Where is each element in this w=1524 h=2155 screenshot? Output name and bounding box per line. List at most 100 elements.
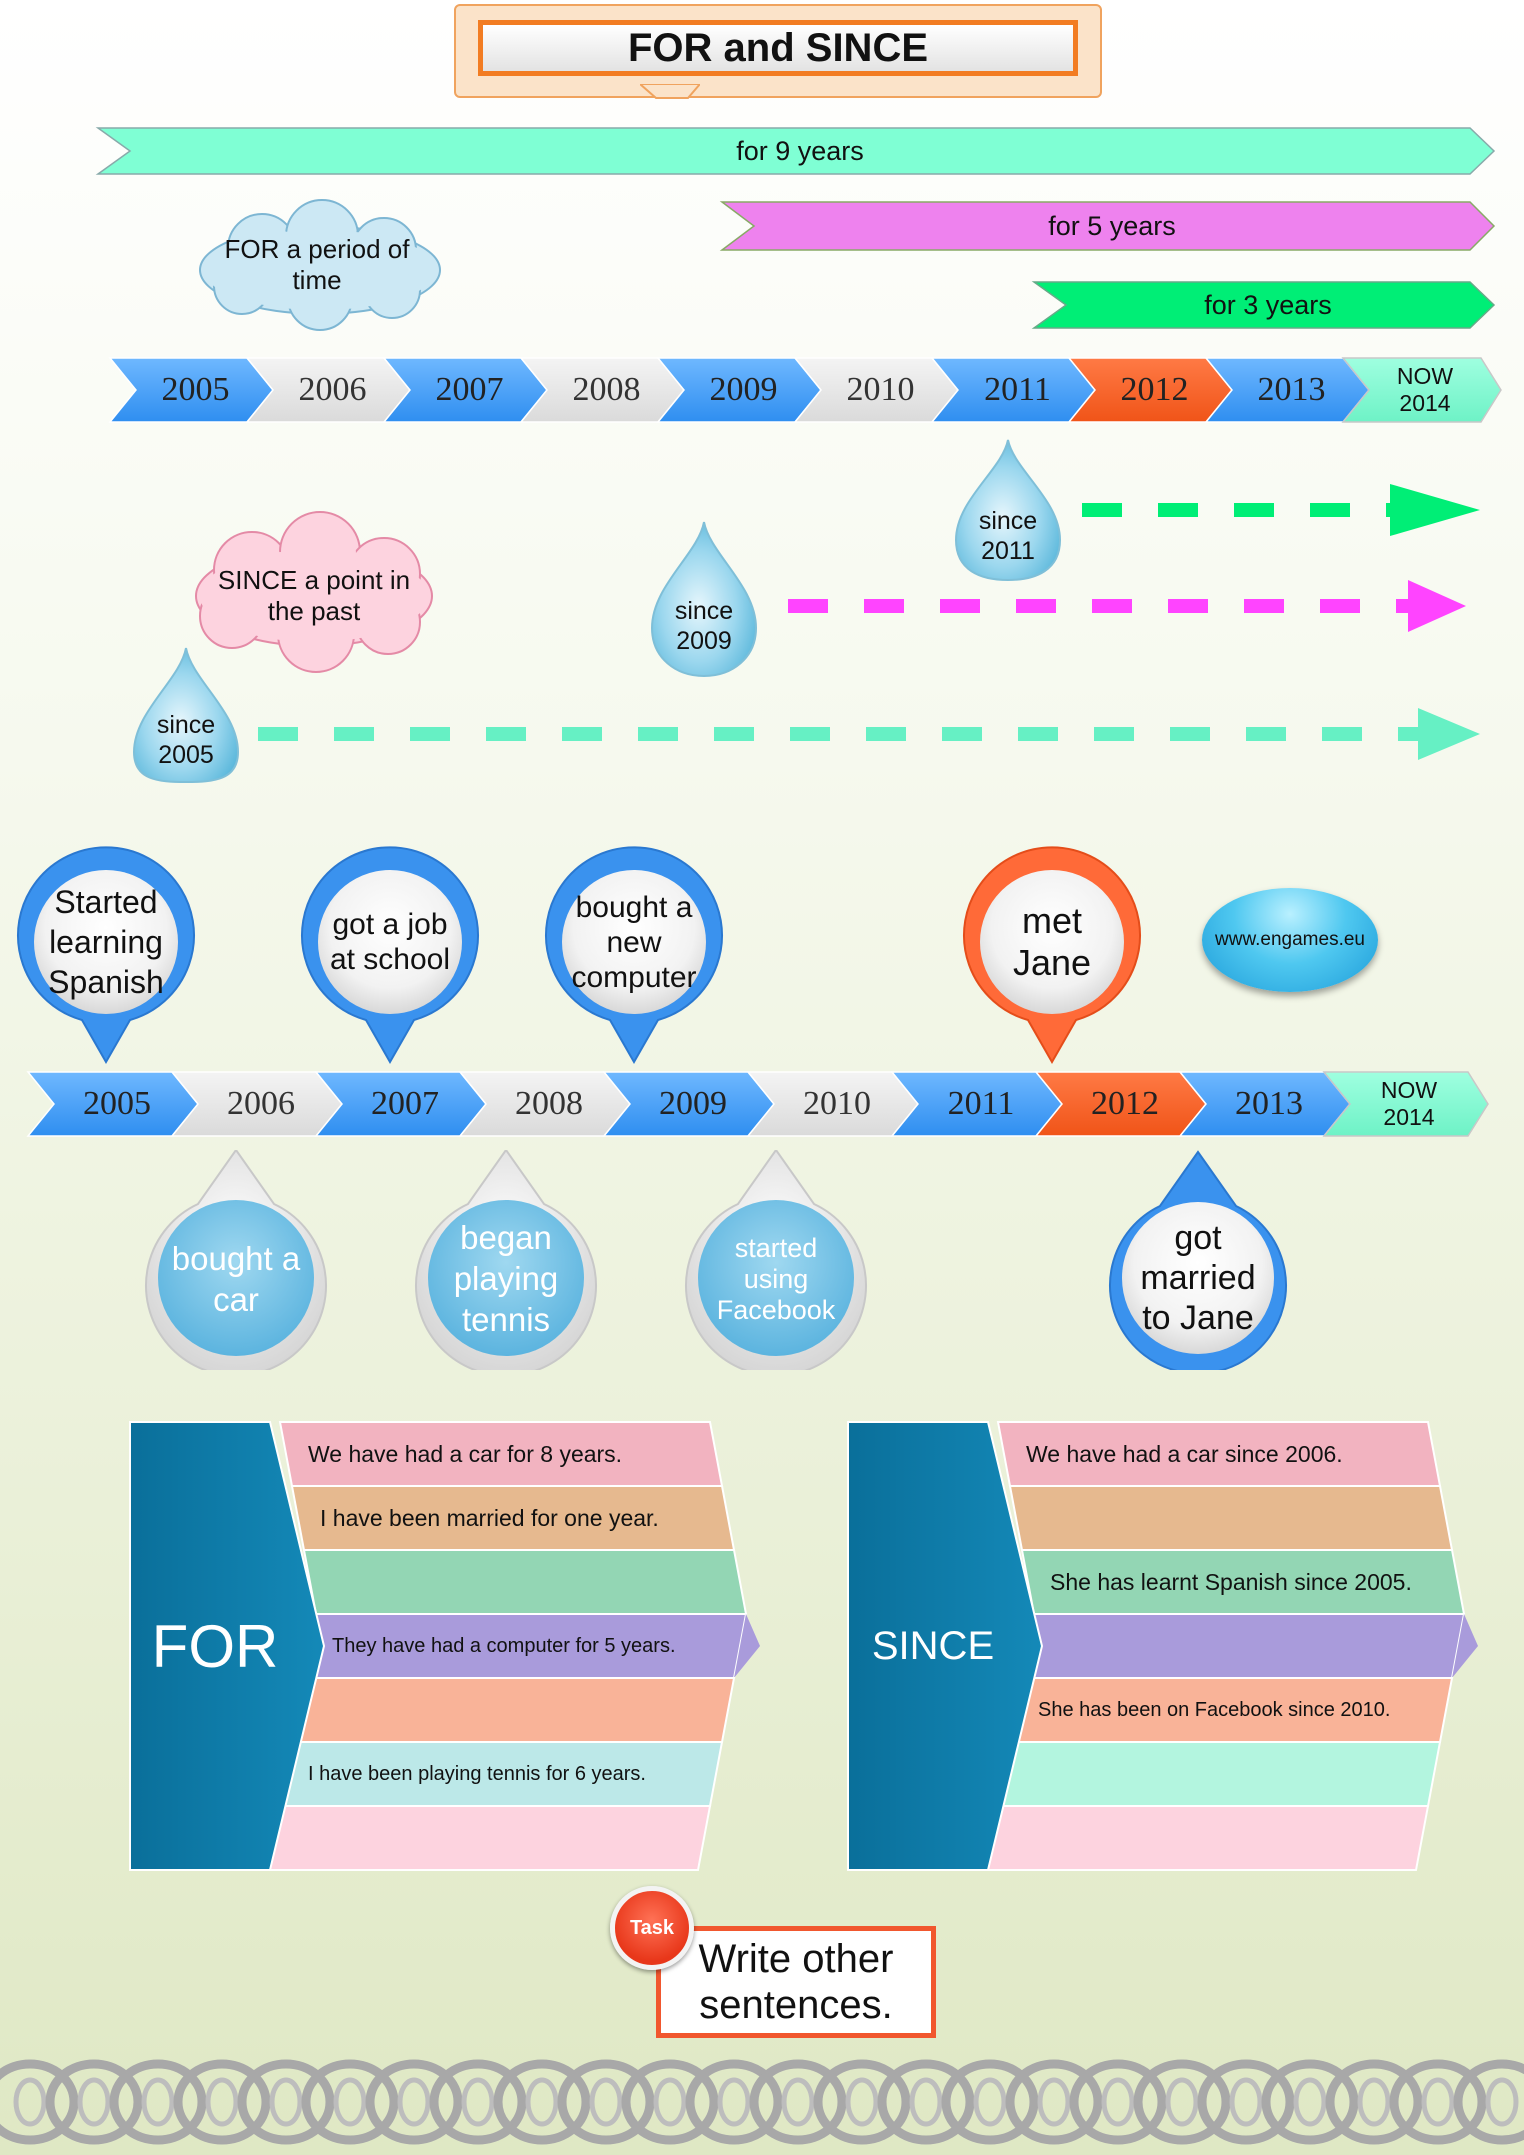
drop-since-2011 [954, 439, 1062, 582]
chain-link-inner [973, 2077, 1007, 2127]
website-badge[interactable]: www.engames.eu [1202, 888, 1378, 992]
period-label-9-years: for 9 years [736, 135, 864, 166]
chain-link-inner [269, 2077, 303, 2127]
chain-link-inner [1293, 2077, 1327, 2127]
chain-link-inner [1101, 2077, 1135, 2127]
chain-link-inner [717, 2077, 751, 2127]
drop-since-2005-line1: since [156, 711, 216, 739]
chain-link [621, 2059, 719, 2145]
timeline-top [108, 357, 1502, 423]
chain-link [941, 2059, 1039, 2145]
timeline-segment-now [1322, 1071, 1489, 1137]
drop-since-2011-line1: since [978, 507, 1038, 535]
since-label: SINCE [871, 1623, 995, 1668]
chain-link [1069, 2059, 1167, 2145]
chain-link-inner [333, 2077, 367, 2127]
timeline-year-2006: 2006 [298, 371, 367, 408]
for-sentence-4[interactable]: They have had a computer for 5 years. [332, 1634, 676, 1657]
event-began-tennis: began playing tennis [453, 1218, 559, 1338]
cloud-for-text: FOR a period of time [224, 234, 410, 295]
chain-link [1453, 2059, 1524, 2145]
chain-link-inner [1229, 2077, 1263, 2127]
since-2005-arrowhead [1418, 708, 1480, 760]
chain-link [1005, 2059, 1103, 2145]
since-sentence-1[interactable]: We have had a car since 2006. [1026, 1440, 1343, 1467]
timeline-year-2013: 2013 [1257, 371, 1326, 408]
chain-link [0, 2059, 79, 2145]
timeline-now-year: 2014 [1383, 1104, 1435, 1130]
drop-since-2005-line2: 2005 [158, 741, 214, 769]
since-arrows [258, 484, 1480, 760]
chain-link [301, 2059, 399, 2145]
practice-blocks [129, 1421, 1478, 1871]
chain-link [1261, 2059, 1359, 2145]
chain-link [429, 2059, 527, 2145]
event-pins-above [17, 846, 1141, 1065]
timeline-year-2006: 2006 [227, 1085, 295, 1122]
chain-link-inner [1165, 2077, 1199, 2127]
timeline-year-2005: 2005 [83, 1085, 151, 1122]
chain-link-inner [13, 2077, 47, 2127]
timeline-segment-now [1341, 357, 1502, 423]
practice-blocks-text: We have had a car for 8 years. I have bee… [0, 1410, 1524, 1880]
chain-link-inner [653, 2077, 687, 2127]
bubble-2008 [415, 1150, 597, 1370]
timeline-year-2008: 2008 [515, 1085, 583, 1122]
timeline-now-label: NOW [1380, 1077, 1438, 1103]
timeline-year-2011: 2011 [984, 371, 1051, 408]
timeline-year-2009: 2009 [709, 371, 778, 408]
event-met-jane: met Jane [1012, 900, 1092, 983]
drop-since-2011-line2: 2011 [981, 537, 1035, 565]
timeline-bottom [26, 1071, 1489, 1137]
event-got-job: got a job at school [329, 908, 451, 976]
for-row-4-tip [734, 1614, 760, 1678]
timeline-year-2005: 2005 [161, 371, 230, 408]
timeline-year-2012: 2012 [1120, 371, 1189, 408]
for-sentence-2[interactable]: I have been married for one year. [320, 1504, 659, 1531]
since-2009-arrowhead [1408, 580, 1466, 632]
pin-2005 [17, 846, 195, 1065]
chain-link [685, 2059, 783, 2145]
title-tab-notch [640, 84, 700, 99]
timeline-year-2008: 2008 [572, 371, 641, 408]
timeline-year-2007: 2007 [371, 1085, 439, 1122]
chain-link-inner [845, 2077, 879, 2127]
cloud-for-shape [199, 199, 441, 331]
chain-link [1389, 2059, 1487, 2145]
event-bought-computer: bought a new computer [571, 890, 697, 994]
timeline-now-label: NOW [1396, 363, 1454, 389]
since-drops [132, 439, 1062, 784]
chain-link [557, 2059, 655, 2145]
since-sentence-5[interactable]: She has been on Facebook since 2010. [1038, 1698, 1391, 1721]
period-arrows [95, 127, 1496, 329]
period-arrow-3-years [1031, 281, 1496, 329]
chain-link-inner [1421, 2077, 1455, 2127]
timeline-year-2010: 2010 [803, 1085, 871, 1122]
event-got-married: got married to Jane [1140, 1219, 1256, 1337]
drop-since-2009 [650, 521, 758, 678]
chain-link [237, 2059, 335, 2145]
event-bought-car: bought a car [171, 1240, 301, 1318]
chain-link-inner [397, 2077, 431, 2127]
timeline-year-2007: 2007 [435, 371, 504, 408]
chain-link-inner [1037, 2077, 1071, 2127]
chain-link [1325, 2059, 1423, 2145]
chain-link-inner [461, 2077, 495, 2127]
since-label-panel [847, 1421, 1044, 1871]
since-sentence-3[interactable]: She has learnt Spanish since 2005. [1050, 1568, 1412, 1595]
chain-link [749, 2059, 847, 2145]
bubble-2010 [685, 1150, 867, 1370]
period-label-3-years: for 3 years [1204, 289, 1332, 320]
for-sentence-1[interactable]: We have had a car for 8 years. [308, 1440, 623, 1467]
chain-link [813, 2059, 911, 2145]
for-label: FOR [151, 1612, 279, 1680]
chain-link [109, 2059, 207, 2145]
chain-link [45, 2059, 143, 2145]
for-sentence-6[interactable]: I have been playing tennis for 6 years. [308, 1762, 646, 1785]
chain-link-inner [205, 2077, 239, 2127]
for-label-panel [129, 1421, 326, 1871]
since-row-4-tip [1452, 1614, 1478, 1678]
